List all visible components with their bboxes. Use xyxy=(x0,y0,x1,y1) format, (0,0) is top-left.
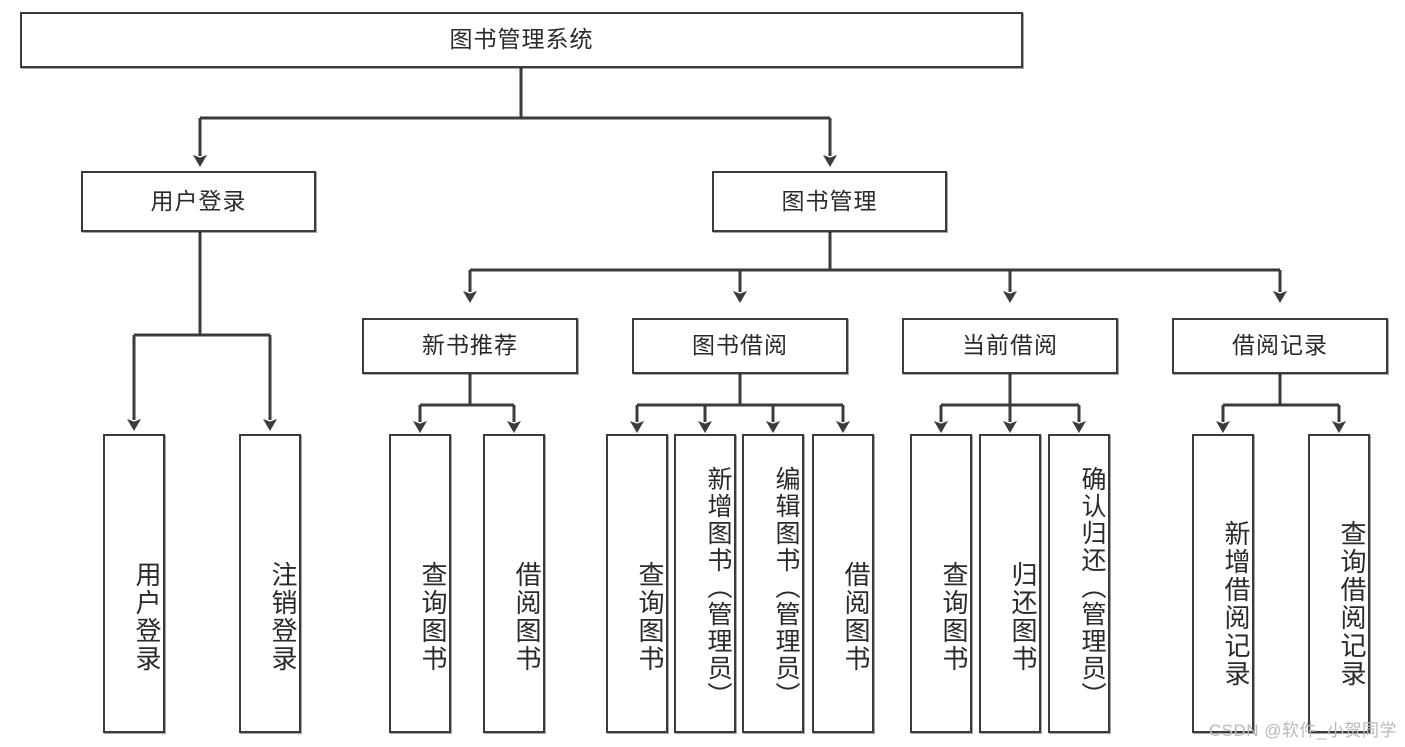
node-label: 新增借阅记录 xyxy=(1221,519,1251,688)
node-leaf-edit-book[interactable]: 编辑图书（管理员） xyxy=(742,434,804,733)
node-leaf-return-book[interactable]: 归还图书 xyxy=(979,434,1041,733)
node-leaf-borrow-book-2[interactable]: 借阅图书 xyxy=(812,434,874,733)
node-leaf-user-logout[interactable]: 注销登录 xyxy=(239,434,301,733)
node-leaf-user-login[interactable]: 用户登录 xyxy=(103,434,165,733)
node-book-borrow[interactable]: 图书借阅 xyxy=(632,318,848,374)
node-root[interactable]: 图书管理系统 xyxy=(20,12,1023,68)
node-label: 借阅图书 xyxy=(512,560,542,673)
node-label: 图书管理 xyxy=(781,187,878,214)
node-leaf-add-book[interactable]: 新增图书（管理员） xyxy=(674,434,736,733)
csdn-watermark: CSDN @软件_小贺同学 xyxy=(1208,721,1397,740)
node-label: 图书借阅 xyxy=(692,332,788,359)
node-label: 图书管理系统 xyxy=(449,26,594,53)
node-label: 确认归还（管理员） xyxy=(1078,466,1106,709)
node-leaf-query-book-1[interactable]: 查询图书 xyxy=(389,434,451,733)
node-label: 查询借阅记录 xyxy=(1337,519,1367,688)
node-label: 查询图书 xyxy=(635,560,665,673)
node-current-borrow[interactable]: 当前借阅 xyxy=(902,318,1118,374)
node-book-manage[interactable]: 图书管理 xyxy=(712,171,947,232)
node-label: 查询图书 xyxy=(939,560,969,673)
node-label: 借阅图书 xyxy=(841,560,871,673)
node-label: 新增图书（管理员） xyxy=(704,466,732,709)
node-label: 借阅记录 xyxy=(1232,332,1328,359)
node-leaf-query-record[interactable]: 查询借阅记录 xyxy=(1308,434,1370,733)
node-leaf-query-book-3[interactable]: 查询图书 xyxy=(910,434,972,733)
node-label: 当前借阅 xyxy=(962,332,1058,359)
node-leaf-add-record[interactable]: 新增借阅记录 xyxy=(1192,434,1254,733)
node-label: 注销登录 xyxy=(268,560,298,673)
node-label: 编辑图书（管理员） xyxy=(772,466,800,709)
node-borrow-record[interactable]: 借阅记录 xyxy=(1172,318,1388,374)
node-label: 用户登录 xyxy=(150,187,247,214)
node-label: 新书推荐 xyxy=(422,332,518,359)
node-label: 归还图书 xyxy=(1008,560,1038,673)
node-leaf-borrow-book-1[interactable]: 借阅图书 xyxy=(483,434,545,733)
node-new-book-recommend[interactable]: 新书推荐 xyxy=(362,318,578,374)
node-leaf-query-book-2[interactable]: 查询图书 xyxy=(606,434,668,733)
node-label: 查询图书 xyxy=(418,560,448,673)
node-user-login[interactable]: 用户登录 xyxy=(81,171,316,232)
node-leaf-confirm-return[interactable]: 确认归还（管理员） xyxy=(1048,434,1110,733)
node-label: 用户登录 xyxy=(132,560,162,673)
